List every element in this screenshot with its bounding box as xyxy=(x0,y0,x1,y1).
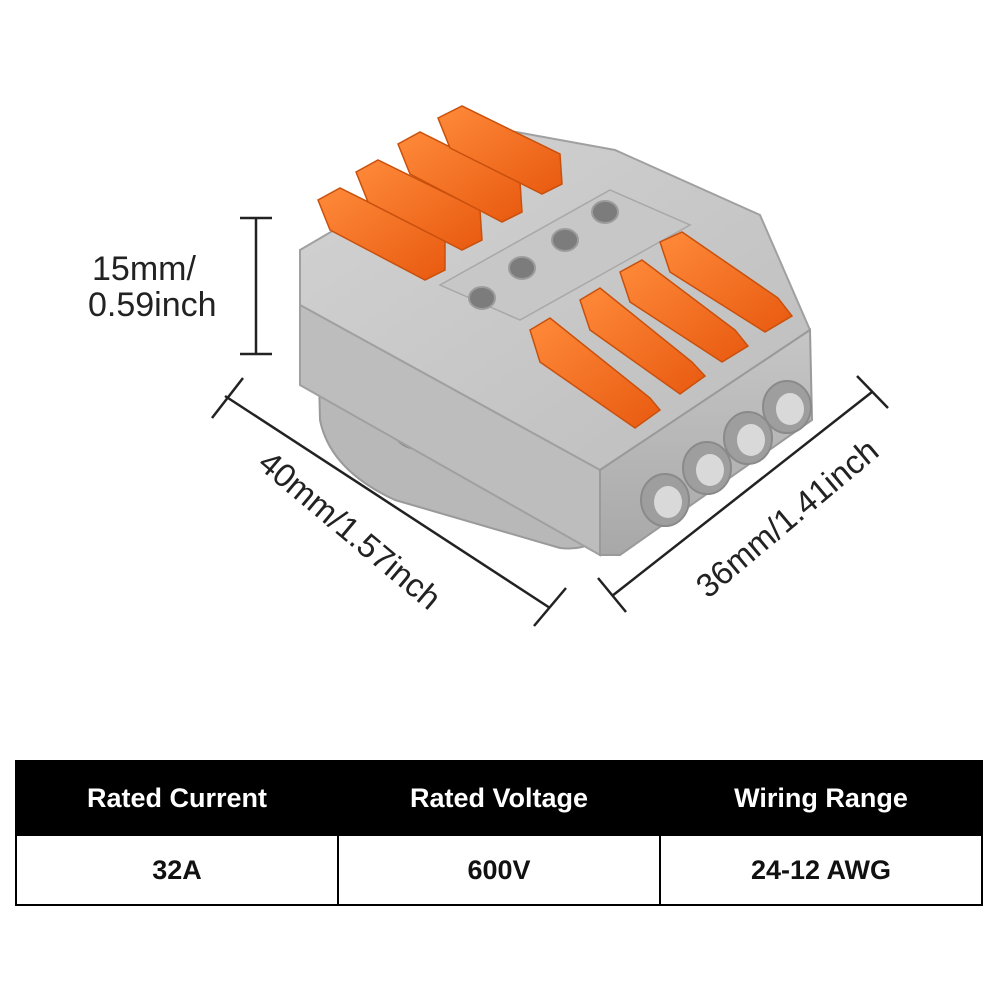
length-dimension-line xyxy=(211,377,567,627)
height-dimension-label-mm: 15mm/ xyxy=(92,250,196,288)
test-ports xyxy=(468,200,619,310)
spec-header-voltage: Rated Voltage xyxy=(337,760,661,836)
spec-value-row: 32A 600V 24-12 AWG xyxy=(15,834,983,906)
spec-value-current: 32A xyxy=(15,834,339,906)
spec-header-current: Rated Current xyxy=(15,760,339,836)
spec-value-wiring: 24-12 AWG xyxy=(659,834,983,906)
back-lever-row xyxy=(317,105,563,281)
spec-table: Rated Current Rated Voltage Wiring Range… xyxy=(15,760,983,906)
spec-value-voltage: 600V xyxy=(337,834,661,906)
width-dimension-line xyxy=(597,375,889,613)
height-dimension-label-inch: 0.59inch xyxy=(88,286,217,324)
wire-entry-holes xyxy=(640,380,812,527)
front-lever-row xyxy=(529,231,794,429)
spec-header-wiring: Wiring Range xyxy=(659,760,983,836)
spec-header-row: Rated Current Rated Voltage Wiring Range xyxy=(15,760,983,836)
height-dimension-bracket xyxy=(240,216,272,356)
